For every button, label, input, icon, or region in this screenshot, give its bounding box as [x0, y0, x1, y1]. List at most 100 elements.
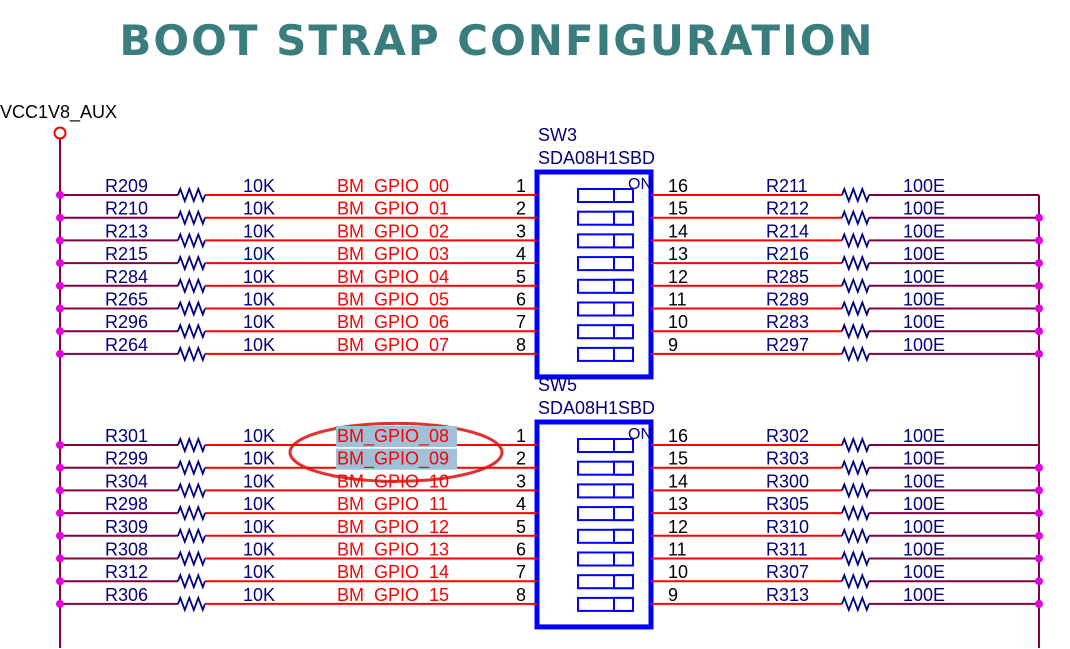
pin-right: 14 — [668, 221, 688, 241]
resistor-left-value: 10K — [243, 290, 275, 310]
junction-dot-right — [1035, 304, 1043, 313]
pin-left: 6 — [516, 290, 526, 310]
resistor-right-value: 100E — [903, 312, 945, 332]
junction-dot — [56, 349, 64, 358]
switch-part: SDA08H1SBD — [538, 398, 655, 418]
resistor-right-icon — [841, 345, 870, 363]
resistor-right-value: 100E — [903, 290, 945, 310]
dip-toggle-knob — [613, 256, 634, 272]
resistor-right-value: 100E — [903, 244, 945, 264]
resistor-right-icon — [841, 549, 870, 568]
junction-dot-right — [1035, 349, 1043, 358]
pin-left: 1 — [516, 176, 526, 196]
resistor-left-icon — [177, 322, 206, 340]
resistor-left-icon — [177, 459, 206, 477]
pin-left: 8 — [516, 335, 526, 355]
resistor-right-value: 100E — [903, 494, 945, 514]
junction-dot-right — [1035, 463, 1043, 472]
resistor-right-ref: R302 — [766, 426, 809, 446]
resistor-right-icon — [841, 209, 870, 227]
dip-toggle-knob — [613, 596, 634, 612]
switch-ref: SW5 — [538, 375, 577, 395]
junction-dot-right — [1035, 599, 1043, 608]
junction-dot — [56, 577, 64, 586]
junction-dot-right — [1035, 281, 1043, 290]
pin-right: 10 — [668, 562, 688, 582]
resistor-left-ref: R284 — [105, 267, 148, 287]
pin-right: 16 — [668, 176, 688, 196]
junction-dot — [56, 213, 64, 222]
resistor-right-icon — [841, 322, 870, 340]
pin-right: 13 — [668, 244, 688, 264]
junction-dot — [56, 281, 64, 290]
net-label: BM_GPIO_07 — [337, 335, 449, 356]
pin-right: 11 — [668, 540, 687, 560]
net-label: BM_GPIO_14 — [337, 562, 449, 583]
resistor-right-icon — [841, 299, 870, 318]
resistor-left-icon — [177, 572, 206, 590]
junction-dot — [56, 554, 64, 563]
resistor-right-value: 100E — [903, 426, 945, 446]
resistor-left-value: 10K — [243, 199, 275, 219]
resistor-right-icon — [841, 436, 870, 454]
resistor-left-ref: R306 — [105, 585, 148, 605]
pin-right: 12 — [668, 267, 688, 287]
resistor-left-ref: R264 — [105, 335, 148, 355]
resistor-left-ref: R298 — [105, 494, 148, 514]
dip-toggle-knob — [613, 301, 634, 317]
resistor-right-ref: R289 — [766, 290, 809, 310]
resistor-left-value: 10K — [243, 517, 275, 537]
resistor-left-ref: R308 — [105, 540, 148, 560]
net-label: BM_GPIO_02 — [337, 221, 449, 242]
dip-toggle-knob — [613, 551, 634, 567]
resistor-right-value: 100E — [903, 471, 945, 491]
resistor-right-ref: R214 — [766, 221, 809, 241]
dip-toggle-knob — [613, 438, 634, 453]
resistor-right-ref: R307 — [766, 562, 809, 582]
dip-switch-body — [534, 169, 654, 380]
resistor-right-ref: R313 — [766, 585, 809, 605]
resistor-right-value: 100E — [903, 176, 945, 196]
resistor-right-value: 100E — [903, 449, 945, 469]
resistor-left-icon — [177, 345, 206, 363]
resistor-right-icon — [841, 481, 870, 499]
net-label: BM_GPIO_04 — [337, 267, 449, 288]
pin-left: 8 — [516, 585, 526, 605]
dip-toggle-knob — [613, 346, 634, 362]
pin-left: 7 — [516, 562, 526, 582]
pin-right: 9 — [668, 585, 678, 605]
resistor-right-ref: R297 — [766, 335, 809, 355]
resistor-left-icon — [177, 504, 206, 522]
net-label: BM_GPIO_11 — [337, 494, 448, 515]
resistor-right-ref: R310 — [766, 517, 809, 537]
resistor-right-value: 100E — [903, 221, 945, 241]
pin-left: 7 — [516, 312, 526, 332]
junction-dot-right — [1035, 236, 1043, 245]
net-label: BM_GPIO_05 — [337, 290, 449, 311]
resistor-left-value: 10K — [243, 244, 275, 264]
resistor-left-value: 10K — [243, 221, 275, 241]
dip-toggle-knob — [613, 210, 634, 226]
pin-left: 5 — [516, 267, 526, 287]
resistor-right-icon — [841, 254, 870, 272]
switch-part: SDA08H1SBD — [538, 148, 655, 168]
resistor-left-ref: R265 — [105, 290, 148, 310]
resistor-right-icon — [841, 277, 870, 295]
resistor-left-ref: R296 — [105, 312, 148, 332]
resistor-left-value: 10K — [243, 562, 275, 582]
power-terminal-icon — [53, 126, 67, 140]
resistor-left-ref: R304 — [105, 471, 148, 491]
resistor-right-ref: R212 — [766, 199, 809, 219]
net-label: BM_GPIO_09 — [337, 449, 449, 470]
